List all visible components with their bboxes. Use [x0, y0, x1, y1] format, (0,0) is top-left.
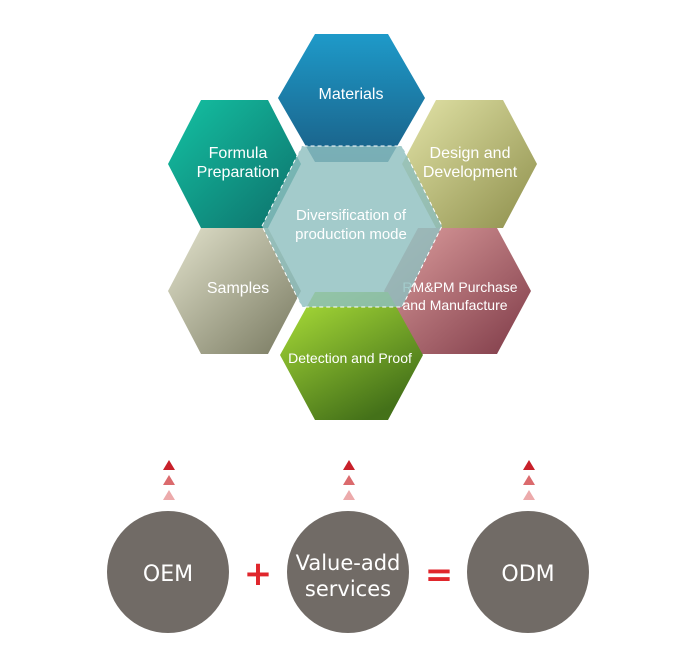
equals-operator: =	[425, 555, 454, 595]
circle-oem-label: OEM	[143, 562, 193, 587]
hex-detection-label: Detection and Proof	[288, 350, 412, 366]
circle-value-add-services: Value-add services	[287, 511, 409, 633]
arrow-up-icon	[343, 475, 355, 485]
circle-value-add-line2: services	[305, 577, 391, 601]
arrow-up-icon	[523, 490, 535, 500]
hex-center-label-line2: production mode	[295, 226, 407, 243]
hex-design-label-line1: Design and	[430, 145, 511, 162]
arrow-up-icon	[163, 460, 175, 470]
hex-formula-label-line1: Formula	[209, 145, 268, 162]
circle-odm: ODM	[467, 511, 589, 633]
hex-design-label-line2: Development	[423, 164, 518, 181]
arrow-up-icon	[343, 490, 355, 500]
arrow-stack-value-add	[343, 460, 355, 500]
hex-detection-proof: Detection and Proof	[280, 292, 423, 420]
arrow-up-icon	[523, 460, 535, 470]
arrow-stack-odm	[523, 460, 535, 500]
plus-operator: +	[244, 554, 273, 594]
arrow-stack-oem	[163, 460, 175, 500]
hex-rmpm-label-line2: and Manufacture	[402, 297, 507, 313]
circle-value-add-line1: Value-add	[296, 551, 401, 575]
arrow-up-icon	[343, 460, 355, 470]
hex-samples: Samples	[168, 228, 301, 354]
hex-formula-preparation: Formula Preparation	[168, 100, 301, 228]
hex-center-diversification: Diversification of production mode	[261, 145, 443, 308]
hex-rmpm-label-line1: RM&PM Purchase	[402, 279, 517, 295]
arrow-up-icon	[163, 475, 175, 485]
hex-materials: Materials	[278, 34, 425, 162]
hex-samples-label: Samples	[207, 280, 269, 297]
hex-materials-label: Materials	[319, 86, 384, 103]
hex-center-label-line1: Diversification of	[296, 207, 407, 224]
hex-formula-label-line2: Preparation	[197, 164, 280, 181]
hex-design-development: Design and Development	[402, 100, 537, 228]
arrow-up-icon	[523, 475, 535, 485]
arrow-up-icon	[163, 490, 175, 500]
circle-oem: OEM	[107, 511, 229, 633]
circle-odm-label: ODM	[501, 562, 554, 587]
